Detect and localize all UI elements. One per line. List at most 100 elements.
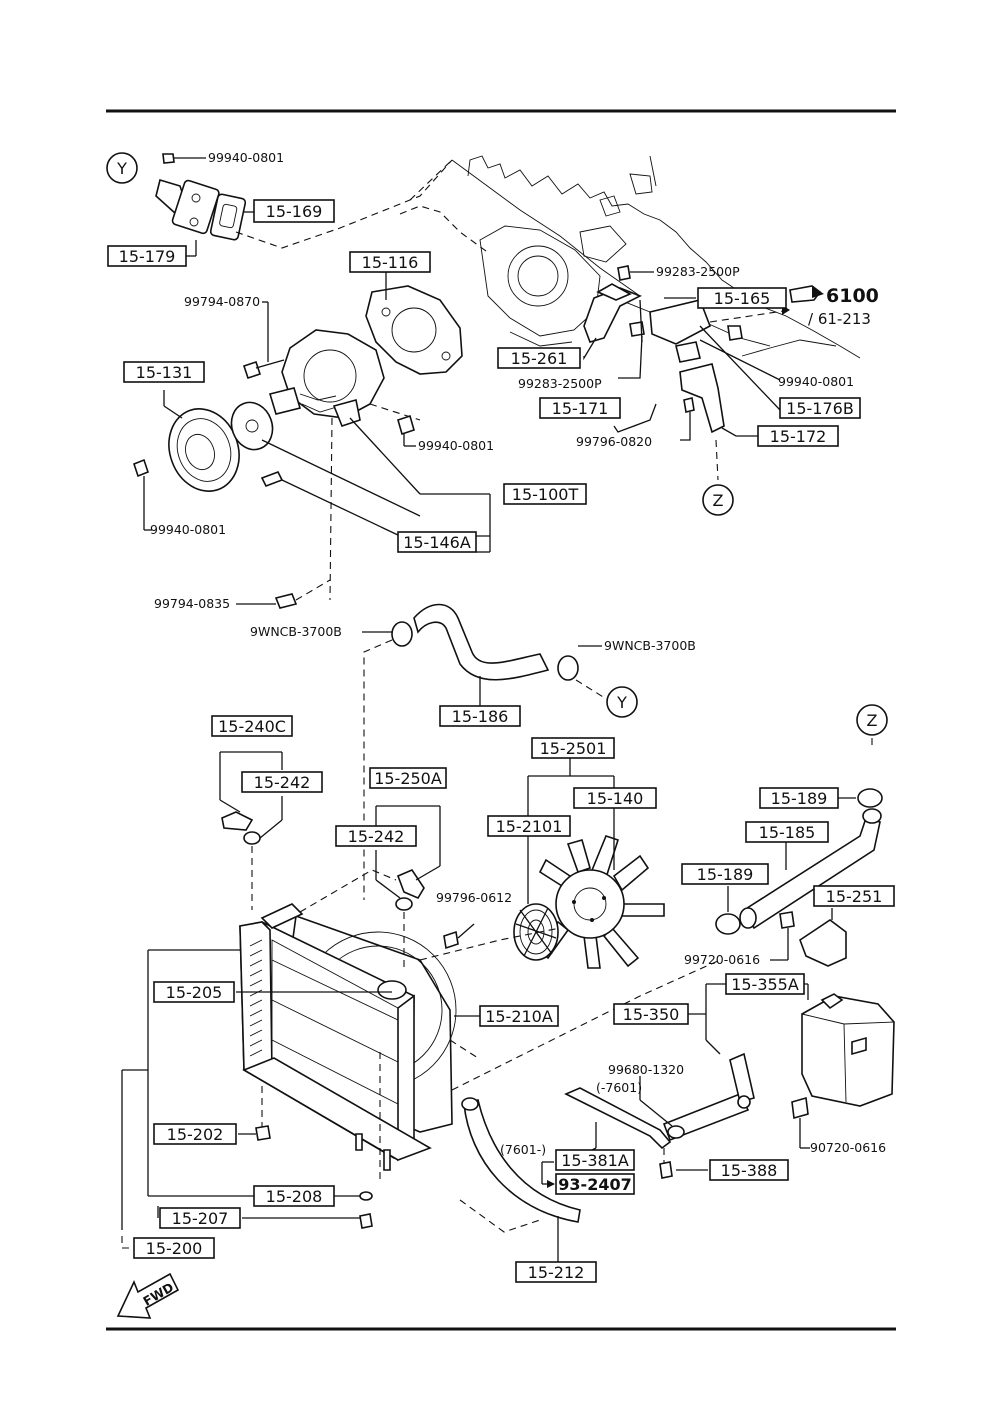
callout-15-208[interactable]: 15-208 <box>253 1185 335 1207</box>
callout-15-2101[interactable]: 15-2101 <box>487 815 571 837</box>
svg-text:15-381A: 15-381A <box>561 1151 629 1170</box>
callout-15-179[interactable]: 15-179 <box>107 245 187 267</box>
svg-text:15-116: 15-116 <box>362 253 419 272</box>
svg-text:15-388: 15-388 <box>721 1161 778 1180</box>
part-number-99283-2500p-top: 99283-2500P <box>656 264 740 279</box>
reference-arrow-icon <box>789 285 824 303</box>
callout-15-200[interactable]: 15-200 <box>133 1237 215 1259</box>
callout-15-205[interactable]: 15-205 <box>153 981 235 1003</box>
part-number-99940-0801-top: 99940-0801 <box>208 150 284 165</box>
cooling-fan <box>513 758 665 969</box>
svg-text:15-171: 15-171 <box>552 399 609 418</box>
callout-15-251[interactable]: 15-251 <box>813 885 895 907</box>
callout-15-388[interactable]: 15-388 <box>709 1159 789 1181</box>
callout-15-172[interactable]: 15-172 <box>757 425 839 447</box>
svg-text:Z: Z <box>867 711 878 730</box>
svg-text:Y: Y <box>616 693 627 712</box>
water-outlet-pipe-y <box>155 153 453 257</box>
svg-text:15-140: 15-140 <box>587 789 644 808</box>
callout-15-131[interactable]: 15-131 <box>123 361 205 383</box>
svg-text:15-242: 15-242 <box>348 827 405 846</box>
svg-text:15-131: 15-131 <box>136 363 193 382</box>
radiator-brackets <box>219 751 475 970</box>
callout-15-165[interactable]: 15-165 <box>697 287 787 309</box>
part-number-9wncb-3700b-right: 9WNCB-3700B <box>604 638 696 653</box>
part-number-99796-0820: 99796-0820 <box>576 434 652 449</box>
callout-15-240c[interactable]: 15-240C <box>211 715 293 737</box>
svg-text:15-208: 15-208 <box>266 1187 323 1206</box>
part-number-99940-0801-pulley: 99940-0801 <box>150 522 226 537</box>
callout-15-242-lower[interactable]: 15-242 <box>335 825 417 847</box>
callout-15-242-upper[interactable]: 15-242 <box>241 771 323 793</box>
svg-text:15-355A: 15-355A <box>731 975 799 994</box>
connector-z-top: Z <box>702 484 734 516</box>
callout-15-140[interactable]: 15-140 <box>573 787 657 809</box>
svg-text:15-179: 15-179 <box>119 247 176 266</box>
bypass-hose-z <box>715 738 883 935</box>
callout-15-100t[interactable]: 15-100T <box>503 483 587 505</box>
callout-15-176b[interactable]: 15-176B <box>779 397 861 419</box>
upper-radiator-hose <box>362 603 609 900</box>
svg-text:15-212: 15-212 <box>528 1263 585 1282</box>
callout-15-186[interactable]: 15-186 <box>439 705 521 727</box>
part-number-99796-0612: 99796-0612 <box>436 890 512 905</box>
part-number-99940-0801-pump: 99940-0801 <box>418 438 494 453</box>
svg-text:15-200: 15-200 <box>146 1239 203 1258</box>
callout-15-210a[interactable]: 15-210A <box>479 1005 559 1027</box>
svg-text:15-250A: 15-250A <box>374 769 442 788</box>
svg-text:15-189: 15-189 <box>771 789 828 808</box>
callout-15-212[interactable]: 15-212 <box>515 1261 597 1283</box>
callout-15-2501[interactable]: 15-2501 <box>531 737 615 759</box>
part-number-90720-0616: 90720-0616 <box>810 1140 886 1155</box>
callout-15-202[interactable]: 15-202 <box>153 1123 237 1145</box>
callout-15-350[interactable]: 15-350 <box>613 1003 689 1025</box>
callout-15-381a[interactable]: 15-381A <box>555 1149 635 1171</box>
part-number-99680-1320: 99680-1320 <box>608 1062 684 1077</box>
callout-15-355a[interactable]: 15-355A <box>725 973 805 995</box>
reference-61-213[interactable]: / 61-213 <box>808 310 871 328</box>
callout-93-2407[interactable]: 93-2407 <box>555 1173 635 1195</box>
svg-text:15-251: 15-251 <box>826 887 883 906</box>
callout-15-261[interactable]: 15-261 <box>497 347 581 369</box>
svg-text:15-350: 15-350 <box>623 1005 680 1024</box>
svg-text:15-172: 15-172 <box>770 427 827 446</box>
svg-text:15-242: 15-242 <box>254 773 311 792</box>
connector-y-bottom: Y <box>606 686 638 718</box>
svg-text:15-2501: 15-2501 <box>540 739 607 758</box>
overflow-hose <box>541 1052 755 1188</box>
svg-text:93-2407: 93-2407 <box>558 1175 631 1194</box>
part-number-9wncb-3700b-left: 9WNCB-3700B <box>250 624 342 639</box>
water-pump <box>242 285 490 495</box>
part-number-99283-2500p-lower: 99283-2500P <box>518 376 602 391</box>
callout-15-189-lower[interactable]: 15-189 <box>681 863 769 885</box>
svg-text:Z: Z <box>713 491 724 510</box>
water-pump-pulley <box>133 390 491 609</box>
svg-text:15-240C: 15-240C <box>218 717 286 736</box>
radiator-core-fins <box>249 939 263 1057</box>
svg-text:15-169: 15-169 <box>266 202 323 221</box>
svg-text:15-210A: 15-210A <box>485 1007 553 1026</box>
fwd-arrow: FWD <box>116 1272 180 1319</box>
svg-text:15-205: 15-205 <box>166 983 223 1002</box>
callout-15-171[interactable]: 15-171 <box>539 397 621 419</box>
callout-15-146a[interactable]: 15-146A <box>397 531 477 553</box>
svg-text:15-185: 15-185 <box>759 823 816 842</box>
part-number-7601-close: (-7601) <box>596 1080 642 1095</box>
callout-15-169[interactable]: 15-169 <box>253 199 335 223</box>
svg-text:15-2101: 15-2101 <box>496 817 563 836</box>
connector-z-bottom: Z <box>856 704 888 736</box>
svg-text:15-207: 15-207 <box>172 1209 229 1228</box>
part-number-99794-0870: 99794-0870 <box>184 294 260 309</box>
callout-15-207[interactable]: 15-207 <box>159 1207 241 1229</box>
reference-6100[interactable]: 6100 <box>826 285 879 307</box>
part-number-99940-0801-right: 99940-0801 <box>778 374 854 389</box>
callout-15-116[interactable]: 15-116 <box>349 251 431 273</box>
lower-radiator-hose <box>459 1097 581 1262</box>
connector-y-top: Y <box>106 152 138 184</box>
callout-15-189-upper[interactable]: 15-189 <box>759 787 839 809</box>
callout-15-185[interactable]: 15-185 <box>745 821 829 843</box>
callout-15-250a[interactable]: 15-250A <box>369 767 447 789</box>
svg-text:15-176B: 15-176B <box>786 399 854 418</box>
